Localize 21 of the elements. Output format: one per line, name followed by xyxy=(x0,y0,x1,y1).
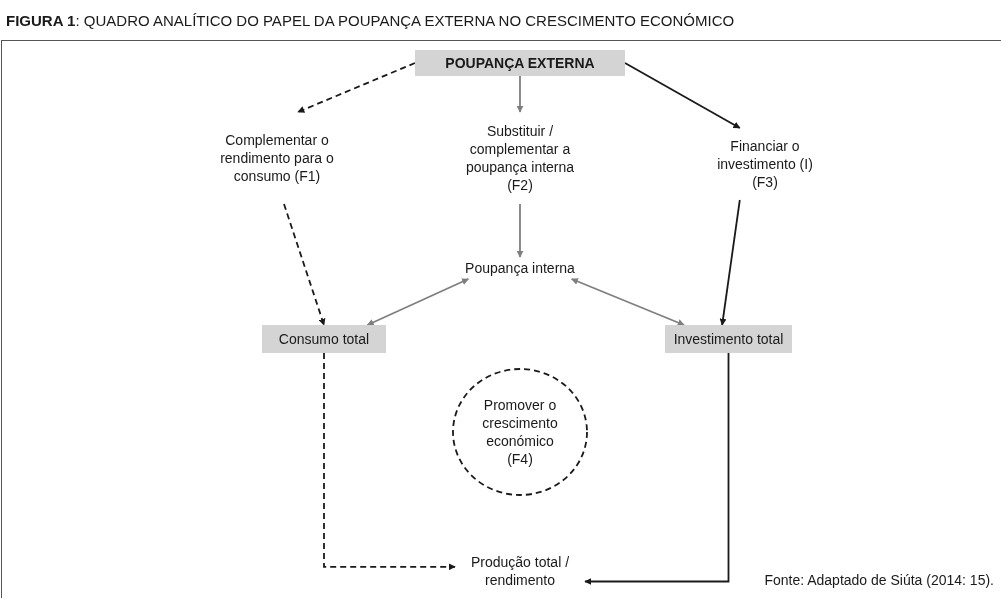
arrow xyxy=(323,352,456,571)
arrow xyxy=(516,203,524,258)
arrow xyxy=(297,62,416,113)
node-label: Financiar o investimento (I) (F3) xyxy=(702,128,828,200)
arrow xyxy=(719,199,741,326)
node-label: Substituir / complementar a poupança interna (F2) xyxy=(450,112,590,204)
node-label: Complementar o rendimento para o consumo (F1) xyxy=(207,112,347,204)
process-box: Investimento total xyxy=(665,325,792,353)
goal-ellipse: Promover o crescimento económico (F4) xyxy=(452,368,588,496)
source-caption: Fonte: Adaptado de Siúta (2014: 15). xyxy=(764,571,994,590)
figure-title: FIGURA 1: QUADRO ANALÍTICO DO PAPEL DA POUPANÇA EXTERNA NO CRESCIMENTO ECONÓMICO xyxy=(6,11,735,31)
arrow xyxy=(584,352,730,585)
process-box: Consumo total xyxy=(262,325,386,353)
arrow xyxy=(516,75,524,113)
arrow xyxy=(624,62,741,129)
node-label: Produção total / rendimento xyxy=(455,550,585,592)
process-box: POUPANÇA EXTERNA xyxy=(415,50,625,76)
node-label: Poupança interna xyxy=(452,257,588,279)
arrow xyxy=(283,203,326,326)
arrow xyxy=(366,278,470,326)
arrow xyxy=(570,278,685,326)
